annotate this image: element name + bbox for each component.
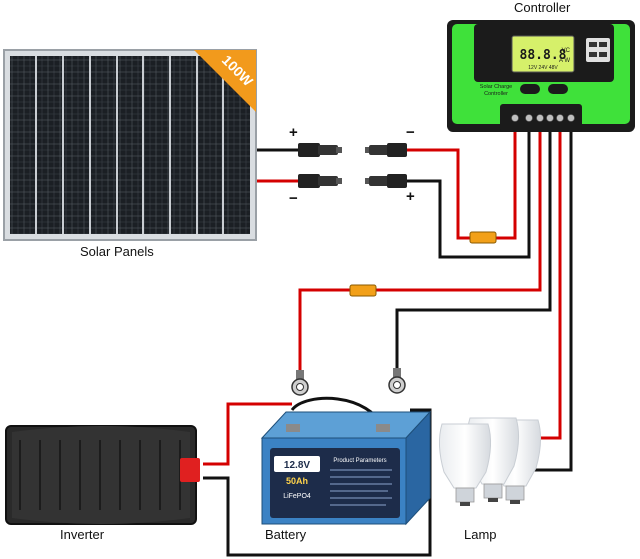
mc4-connector-extension-negative <box>365 143 407 157</box>
extension-positive-sign: + <box>406 188 415 205</box>
lcd-units: VC <box>562 48 571 54</box>
inverter-terminal <box>180 458 200 482</box>
fuse-battery <box>349 284 377 297</box>
wire-pv-positive-to-controller <box>405 132 517 240</box>
lcd-voltage-row: 12V 24V 48V <box>528 65 558 71</box>
battery-spec-capacity: 50Ah <box>286 476 308 486</box>
controller-name-line1: Solar Charge <box>480 84 512 90</box>
charge-controller: 88.8.8 VC A W 12V 24V 48V Solar Charge C… <box>447 20 635 132</box>
battery: 12.8V 50Ah LiFePO4 Product Parameters <box>260 396 432 526</box>
wire-lamp-negative <box>534 132 573 472</box>
wire-lamp-positive <box>541 132 562 440</box>
ring-terminal-positive <box>291 370 309 396</box>
controller-label: Controller <box>514 0 571 15</box>
controller-button-left[interactable] <box>520 84 540 94</box>
lcd-units-2: A W <box>559 58 570 64</box>
panel-positive-sign: + <box>289 124 298 141</box>
extension-negative-sign: − <box>406 124 415 141</box>
controller-button-right[interactable] <box>548 84 568 94</box>
ring-terminal-negative <box>388 368 406 394</box>
lamp-group <box>438 417 542 506</box>
solar-panel: 100W <box>3 49 257 241</box>
panel-negative-sign: − <box>289 190 298 207</box>
battery-params-title: Product Parameters <box>333 458 386 464</box>
lamp-bulb-front <box>438 423 492 506</box>
solar-panels-label: Solar Panels <box>80 244 154 259</box>
controller-usb-ports <box>586 38 610 62</box>
mc4-connector-extension-positive <box>365 174 407 188</box>
lcd-digits: 88.8.8 <box>520 48 567 63</box>
inverter-label: Inverter <box>60 527 105 542</box>
wire-battery-positive <box>298 132 542 380</box>
inverter <box>5 425 200 525</box>
mc4-connector-panel-positive <box>298 174 342 188</box>
battery-param-lines <box>330 469 392 506</box>
controller-lcd <box>511 35 575 73</box>
mc4-connector-panel-negative <box>298 143 342 157</box>
fuse-pv <box>469 231 497 244</box>
controller-name-line2: Controller <box>484 91 508 97</box>
battery-chemistry: LiFePO4 <box>283 493 311 500</box>
panel-wattage-badge <box>194 50 256 112</box>
wire-pv-negative-to-controller <box>405 132 531 259</box>
wire-battery-negative <box>395 132 552 378</box>
wire-inverter-positive <box>203 402 292 466</box>
lamp-label: Lamp <box>464 527 497 542</box>
battery-label: Battery <box>265 527 307 542</box>
controller-terminals <box>511 114 575 122</box>
battery-spec-main: 12.8V <box>284 460 310 471</box>
wire-inverter-negative <box>203 408 432 557</box>
